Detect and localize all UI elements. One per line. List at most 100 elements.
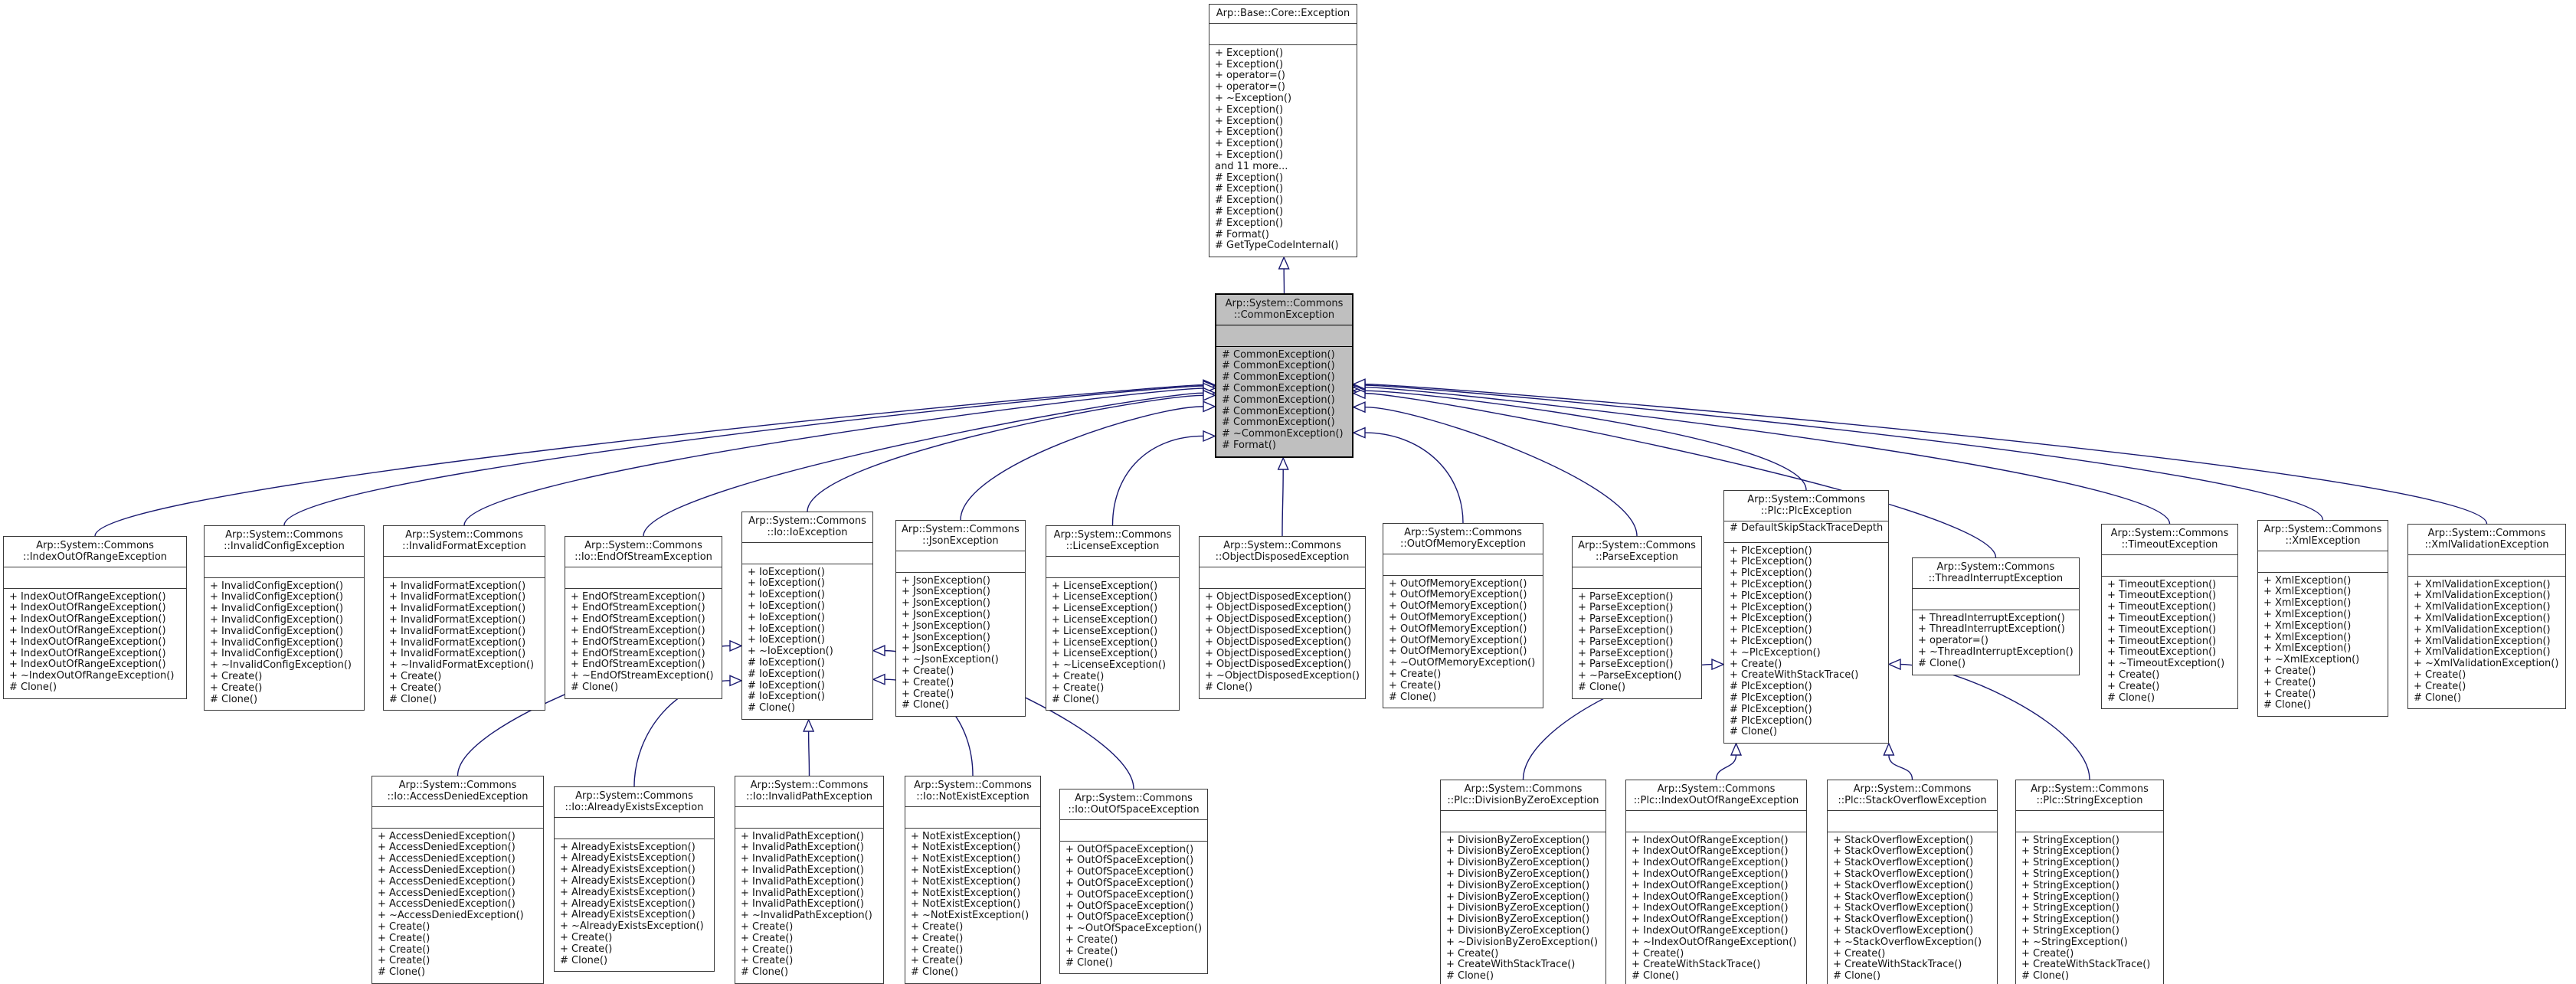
class-node-not-exist[interactable]: Arp::System::Commons::Io::NotExistExcept… xyxy=(905,776,1041,984)
class-method: + IoException() xyxy=(748,577,825,590)
class-method: + Create() xyxy=(1052,682,1105,694)
class-node-exception-base[interactable]: Arp::Base::Core::Exception + Exception()… xyxy=(1209,4,1357,258)
class-method: + DivisionByZeroException() xyxy=(1446,857,1590,869)
class-method: + Create() xyxy=(1065,933,1118,946)
class-method: + operator=() xyxy=(1918,635,1988,647)
class-title-line: Arp::System::Commons xyxy=(1404,527,1522,538)
class-method: + IndexOutOfRangeException() xyxy=(1632,879,1789,891)
class-node-out-of-space[interactable]: Arp::System::Commons::Io::OutOfSpaceExce… xyxy=(1059,789,1209,975)
class-title: Arp::System::Commons::Io::InvalidPathExc… xyxy=(735,776,883,806)
class-method: + StringException() xyxy=(2021,857,2119,869)
class-method: + JsonException() xyxy=(902,608,990,620)
class-node-already-exists[interactable]: Arp::System::Commons::Io::AlreadyExistsE… xyxy=(554,786,715,973)
class-method: # Exception() xyxy=(1215,195,1284,207)
class-node-timeout-exception[interactable]: Arp::System::Commons::TimeoutException +… xyxy=(2101,524,2238,710)
class-methods: + OutOfMemoryException()+ OutOfMemoryExc… xyxy=(1383,574,1543,708)
class-node-io-exception[interactable]: Arp::System::Commons::Io::IoException + … xyxy=(741,512,873,720)
class-method: + JsonException() xyxy=(902,631,990,643)
class-node-license-exception[interactable]: Arp::System::Commons::LicenseException +… xyxy=(1046,525,1180,711)
class-title-line: Arp::System::Commons xyxy=(1223,540,1341,551)
edge-plc-index-out-of-range-to-plc-exception xyxy=(1715,742,1743,780)
class-method: + XmlException() xyxy=(2263,642,2352,655)
class-attributes xyxy=(2258,550,2388,572)
class-node-invalid-format[interactable]: Arp::System::Commons::InvalidFormatExcep… xyxy=(383,525,545,711)
class-title-line: ::Io::InvalidPathException xyxy=(745,790,873,803)
class-title-line: Arp::System::Commons xyxy=(398,780,517,791)
class-title: Arp::System::Commons::Io::IoException xyxy=(742,512,872,542)
class-method: # Clone() xyxy=(1578,681,1626,693)
class-title-line: Arp::System::Commons xyxy=(584,540,702,551)
class-method: + OutOfMemoryException() xyxy=(1389,623,1527,635)
class-attributes xyxy=(1383,553,1543,575)
class-method: + AccessDeniedException() xyxy=(378,875,516,888)
class-method: # CommonException() xyxy=(1222,348,1335,361)
class-title: Arp::System::Commons::JsonException xyxy=(896,521,1025,551)
class-method: + IndexOutOfRangeException() xyxy=(1632,868,1789,880)
class-method: + Exception() xyxy=(1215,138,1284,150)
class-node-json-exception[interactable]: Arp::System::Commons::JsonException + Js… xyxy=(895,520,1026,718)
class-node-common-exception[interactable]: Arp::System::Commons::CommonException # … xyxy=(1215,293,1353,458)
class-node-object-disposed[interactable]: Arp::System::Commons::ObjectDisposedExce… xyxy=(1199,536,1367,699)
class-method: + InvalidFormatException() xyxy=(389,648,526,660)
class-node-invalid-path[interactable]: Arp::System::Commons::Io::InvalidPathExc… xyxy=(735,776,884,984)
class-method: + TimeoutException() xyxy=(2107,578,2217,590)
class-method: + Create() xyxy=(2414,680,2466,692)
class-method: # Exception() xyxy=(1215,205,1284,217)
edge-invalid-format-to-common-exception xyxy=(463,382,1216,526)
class-title-line: Arp::System::Commons xyxy=(405,529,523,541)
class-node-thread-interrupt[interactable]: Arp::System::Commons::ThreadInterruptExc… xyxy=(1912,557,2080,675)
class-methods: # CommonException()# CommonException()# … xyxy=(1216,345,1352,456)
class-method: + DivisionByZeroException() xyxy=(1446,891,1590,903)
class-method: + DivisionByZeroException() xyxy=(1446,902,1590,914)
class-node-invalid-config[interactable]: Arp::System::Commons::InvalidConfigExcep… xyxy=(204,525,365,711)
class-method: + InvalidPathException() xyxy=(741,887,864,899)
class-method: # Clone() xyxy=(571,681,619,693)
class-node-out-of-memory[interactable]: Arp::System::Commons::OutOfMemoryExcepti… xyxy=(1383,523,1543,709)
class-method: + Exception() xyxy=(1215,115,1284,127)
class-method: + Create() xyxy=(389,682,442,694)
class-method: + ~Exception() xyxy=(1215,92,1292,104)
class-method: # Clone() xyxy=(741,966,789,979)
class-method: + JsonException() xyxy=(902,642,990,655)
class-method: + OutOfMemoryException() xyxy=(1389,646,1527,658)
class-method: + NotExistException() xyxy=(911,830,1021,842)
class-method: # CommonException() xyxy=(1222,405,1335,417)
class-method: + Create() xyxy=(210,670,263,682)
class-title-line: Arp::System::Commons xyxy=(914,780,1032,791)
class-node-plc-exception[interactable]: Arp::System::Commons::Plc::PlcException … xyxy=(1723,490,1890,744)
class-method: + PlcException() xyxy=(1730,567,1812,580)
class-node-parse-exception[interactable]: Arp::System::Commons::ParseException + P… xyxy=(1572,536,1702,699)
class-node-xml-exception[interactable]: Arp::System::Commons::XmlException + Xml… xyxy=(2257,520,2388,718)
class-node-index-out-of-range[interactable]: Arp::System::Commons::IndexOutOfRangeExc… xyxy=(3,536,187,699)
class-title: Arp::System::Commons::InvalidConfigExcep… xyxy=(205,526,364,556)
class-method: + OutOfMemoryException() xyxy=(1389,589,1527,601)
class-method: + InvalidFormatException() xyxy=(389,625,526,637)
class-method: + InvalidConfigException() xyxy=(210,591,344,603)
class-method: + LicenseException() xyxy=(1052,591,1158,603)
class-title-line: ::Plc::StringException xyxy=(2036,794,2143,806)
class-attributes: # DefaultSkipStackTraceDepth xyxy=(1724,520,1889,542)
class-methods: + IndexOutOfRangeException()+ IndexOutOf… xyxy=(1626,831,1806,984)
class-method: + Create() xyxy=(741,943,794,956)
class-node-plc-string[interactable]: Arp::System::Commons::Plc::StringExcepti… xyxy=(2015,780,2164,984)
class-method: + PlcException() xyxy=(1730,590,1812,602)
class-method: # Clone() xyxy=(1632,970,1680,982)
class-method: + ~IndexOutOfRangeException() xyxy=(1632,936,1797,948)
class-node-stack-overflow[interactable]: Arp::System::Commons::Plc::StackOverflow… xyxy=(1827,780,1998,984)
class-node-end-of-stream[interactable]: Arp::System::Commons::Io::EndOfStreamExc… xyxy=(565,536,722,699)
class-node-xml-validation[interactable]: Arp::System::Commons::XmlValidationExcep… xyxy=(2407,524,2566,710)
class-node-division-by-zero[interactable]: Arp::System::Commons::Plc::DivisionByZer… xyxy=(1440,780,1606,984)
class-method: + ~InvalidConfigException() xyxy=(210,659,352,672)
class-method: + ~TimeoutException() xyxy=(2107,658,2225,670)
class-method: + ~PlcException() xyxy=(1730,646,1821,659)
class-title-line: ::Plc::StackOverflowException xyxy=(1838,794,1987,806)
class-method: + Create() xyxy=(1052,670,1105,682)
class-method: + OutOfMemoryException() xyxy=(1389,600,1527,613)
class-title: Arp::System::Commons::XmlException xyxy=(2258,521,2388,551)
class-method: + OutOfMemoryException() xyxy=(1389,611,1527,623)
class-method: # Clone() xyxy=(210,693,258,705)
class-node-plc-index-out-of-range[interactable]: Arp::System::Commons::Plc::IndexOutOfRan… xyxy=(1625,780,1807,984)
class-method: + CreateWithStackTrace() xyxy=(1730,669,1859,682)
class-node-access-denied[interactable]: Arp::System::Commons::Io::AccessDeniedEx… xyxy=(372,776,544,984)
class-attributes xyxy=(905,806,1040,828)
